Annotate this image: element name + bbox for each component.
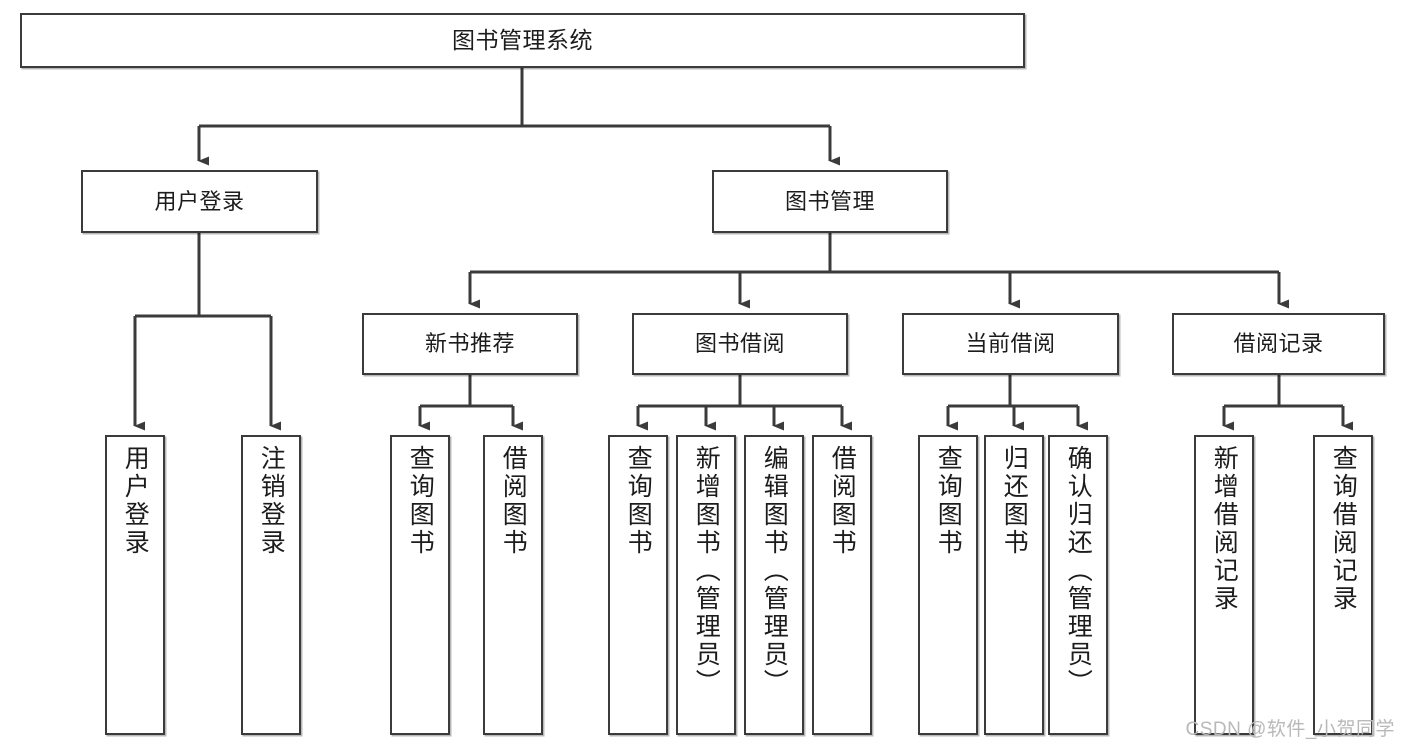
node-label: 编辑图书（管理员）	[760, 445, 789, 697]
node-leaf-logout[interactable]: 注销登录	[241, 435, 301, 735]
node-leaf-query-book-current[interactable]: 查询图书	[918, 435, 978, 735]
node-leaf-return-book[interactable]: 归还图书	[984, 435, 1044, 735]
node-leaf-edit-book-admin[interactable]: 编辑图书（管理员）	[744, 435, 804, 735]
node-leaf-borrow-book[interactable]: 借阅图书	[812, 435, 872, 735]
node-book-borrow[interactable]: 图书借阅	[632, 313, 848, 375]
node-label: 借阅记录	[1233, 331, 1324, 357]
csdn-watermark: CSDN @软件_小贺同学	[1185, 719, 1395, 740]
node-root-book-management-system[interactable]: 图书管理系统	[20, 13, 1025, 68]
node-label: 新书推荐	[424, 331, 515, 357]
node-current-borrow[interactable]: 当前借阅	[902, 313, 1119, 375]
node-leaf-add-borrow-record[interactable]: 新增借阅记录	[1194, 435, 1254, 735]
node-label: 注销登录	[257, 445, 286, 557]
node-label: 确认归还（管理员）	[1064, 445, 1093, 697]
node-label: 图书借阅	[694, 331, 785, 357]
node-book-management[interactable]: 图书管理	[712, 170, 948, 233]
node-leaf-query-borrow-record[interactable]: 查询借阅记录	[1313, 435, 1373, 735]
node-leaf-user-login[interactable]: 用户登录	[105, 435, 165, 735]
node-leaf-confirm-return-admin[interactable]: 确认归还（管理员）	[1048, 435, 1108, 735]
node-leaf-query-book-recommend[interactable]: 查询图书	[390, 435, 450, 735]
node-label: 当前借阅	[965, 331, 1056, 357]
node-leaf-add-book-admin[interactable]: 新增图书（管理员）	[676, 435, 736, 735]
node-borrow-record[interactable]: 借阅记录	[1172, 313, 1385, 375]
node-label: 图书管理	[784, 188, 875, 214]
node-label: 图书管理系统	[452, 26, 593, 53]
node-label: 查询图书	[406, 445, 435, 557]
node-label: 归还图书	[1000, 445, 1029, 557]
node-label: 新增图书（管理员）	[692, 445, 721, 697]
node-label: 用户登录	[121, 445, 150, 557]
node-label: 用户登录	[154, 188, 245, 214]
node-label: 查询借阅记录	[1329, 445, 1358, 613]
node-label: 借阅图书	[499, 445, 528, 557]
node-user-login[interactable]: 用户登录	[81, 170, 318, 233]
node-leaf-query-book-borrow[interactable]: 查询图书	[608, 435, 668, 735]
node-label: 查询图书	[934, 445, 963, 557]
node-label: 借阅图书	[828, 445, 857, 557]
node-label: 查询图书	[624, 445, 653, 557]
node-new-book-recommend[interactable]: 新书推荐	[362, 313, 578, 375]
node-leaf-borrow-book-recommend[interactable]: 借阅图书	[483, 435, 543, 735]
node-label: 新增借阅记录	[1210, 445, 1239, 613]
